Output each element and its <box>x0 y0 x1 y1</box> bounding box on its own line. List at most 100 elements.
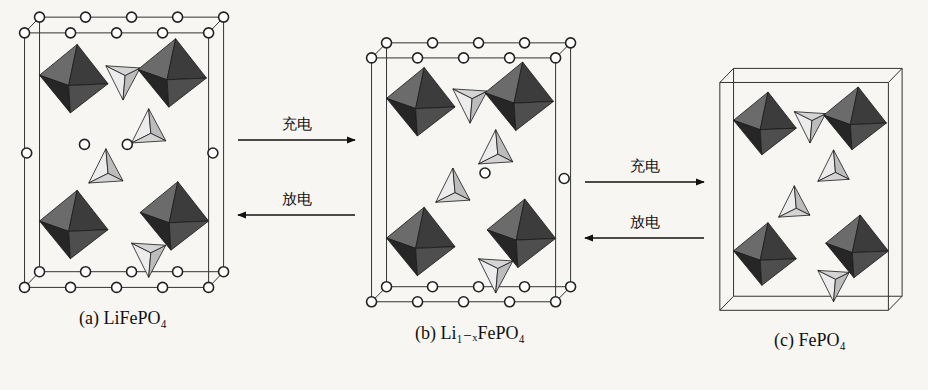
cell-edge <box>24 33 25 288</box>
reaction-arrow <box>585 181 704 182</box>
cell-edge <box>902 68 903 296</box>
octahedron-face <box>514 101 553 130</box>
arrow-label: 充电 <box>628 157 662 176</box>
tetrahedron-face <box>89 173 123 183</box>
lithium-ion <box>551 53 561 63</box>
octahedron-face <box>516 199 555 240</box>
octahedron-face <box>69 44 108 85</box>
octahedron-face <box>824 115 852 149</box>
lithium-ion <box>480 168 490 178</box>
lithium-ion <box>127 267 137 277</box>
octahedron-face <box>387 238 418 276</box>
octahedron-face <box>734 120 762 154</box>
tetrahedron-face <box>794 112 825 121</box>
tetrahedron-face <box>818 270 849 279</box>
lithium-ion <box>413 297 423 307</box>
tetrahedron-face <box>479 259 513 269</box>
lithium-ion <box>173 12 183 22</box>
structure-caption: (b) Li₁₋ₓFePO₄ <box>363 322 577 344</box>
octahedron-face <box>516 238 555 267</box>
lithium-ion <box>474 38 484 48</box>
octahedron-face <box>138 69 169 107</box>
tetrahedron-face <box>779 208 810 217</box>
octahedron-face <box>760 259 796 286</box>
cell-edge <box>888 296 902 310</box>
tetrahedron-face <box>106 66 140 76</box>
octahedron-face <box>760 128 796 155</box>
unit-cell <box>720 68 902 310</box>
structure-caption: (a) LiFePO₄ <box>16 308 230 329</box>
octahedron-face <box>169 182 208 223</box>
unit-cell <box>367 38 576 307</box>
cell-edge <box>733 68 734 296</box>
octahedron-face <box>850 123 886 150</box>
octahedron-face <box>69 84 108 113</box>
structure-panel: (b) Li₁₋ₓFePO₄ <box>363 36 577 344</box>
arrow-label: 放电 <box>628 213 662 232</box>
lithium-ion <box>66 282 76 292</box>
lithium-ion <box>219 12 229 22</box>
octahedron-face <box>514 62 553 103</box>
tetrahedron-face <box>436 193 470 203</box>
lithium-ion <box>474 282 484 292</box>
octahedron-face <box>734 251 762 285</box>
octahedron-face <box>852 215 888 253</box>
lithium-ion <box>122 139 132 149</box>
cell-edge <box>386 43 387 287</box>
tetrahedron-face <box>132 243 166 253</box>
octahedron-face <box>850 87 886 125</box>
lithium-ion <box>413 53 423 63</box>
lithium-ion <box>428 282 438 292</box>
lithium-ion <box>367 297 377 307</box>
lithium-ion <box>520 282 530 292</box>
octahedron-face <box>40 221 71 259</box>
arrow-label: 放电 <box>280 190 314 209</box>
lithium-ion <box>505 53 515 63</box>
cell-edge <box>570 43 571 287</box>
tetrahedron-face <box>132 133 166 143</box>
octahedron-face <box>416 107 455 136</box>
lithium-ion <box>112 28 122 38</box>
lithium-ion <box>428 38 438 48</box>
cell-edge <box>208 33 209 288</box>
lithium-ion <box>81 12 91 22</box>
cell-edge <box>734 296 903 297</box>
lithium-ion <box>559 173 569 183</box>
arrow-label: 充电 <box>280 115 314 134</box>
tetrahedron-face <box>479 154 513 164</box>
structure-panel: (a) LiFePO₄ <box>16 10 230 329</box>
octahedron-face <box>485 93 516 131</box>
lithium-ion <box>20 28 30 38</box>
cell-edge <box>720 82 889 83</box>
lithium-ion <box>520 38 530 48</box>
lithium-ion <box>505 297 515 307</box>
unit-cell <box>20 12 229 292</box>
lithium-ion <box>35 12 45 22</box>
cell-edge <box>888 82 889 310</box>
octahedron-face <box>169 221 208 250</box>
cell-edge <box>720 296 734 310</box>
octahedron-face <box>69 190 108 231</box>
structure-caption: (c) FePO₄ <box>712 330 908 351</box>
lithium-ion <box>382 38 392 48</box>
cell-edge <box>720 68 734 82</box>
cell-edge <box>888 68 902 82</box>
lithium-ion <box>20 282 30 292</box>
cell-edge <box>371 58 372 302</box>
lithium-ion <box>81 267 91 277</box>
lithium-ion <box>127 12 137 22</box>
reaction-arrow <box>238 214 355 215</box>
octahedron-face <box>416 247 455 276</box>
lithium-ion <box>208 148 218 158</box>
lithium-ion <box>219 267 229 277</box>
octahedron-face <box>167 78 206 107</box>
lithium-ion <box>566 282 576 292</box>
lithium-ion <box>66 28 76 38</box>
lithium-ion <box>382 282 392 292</box>
cell-edge <box>720 310 889 311</box>
lithium-ion <box>459 297 469 307</box>
octahedron-face <box>387 98 418 136</box>
octahedron-face <box>852 251 888 278</box>
tetrahedron-face <box>453 89 487 99</box>
octahedron-face <box>416 207 455 248</box>
